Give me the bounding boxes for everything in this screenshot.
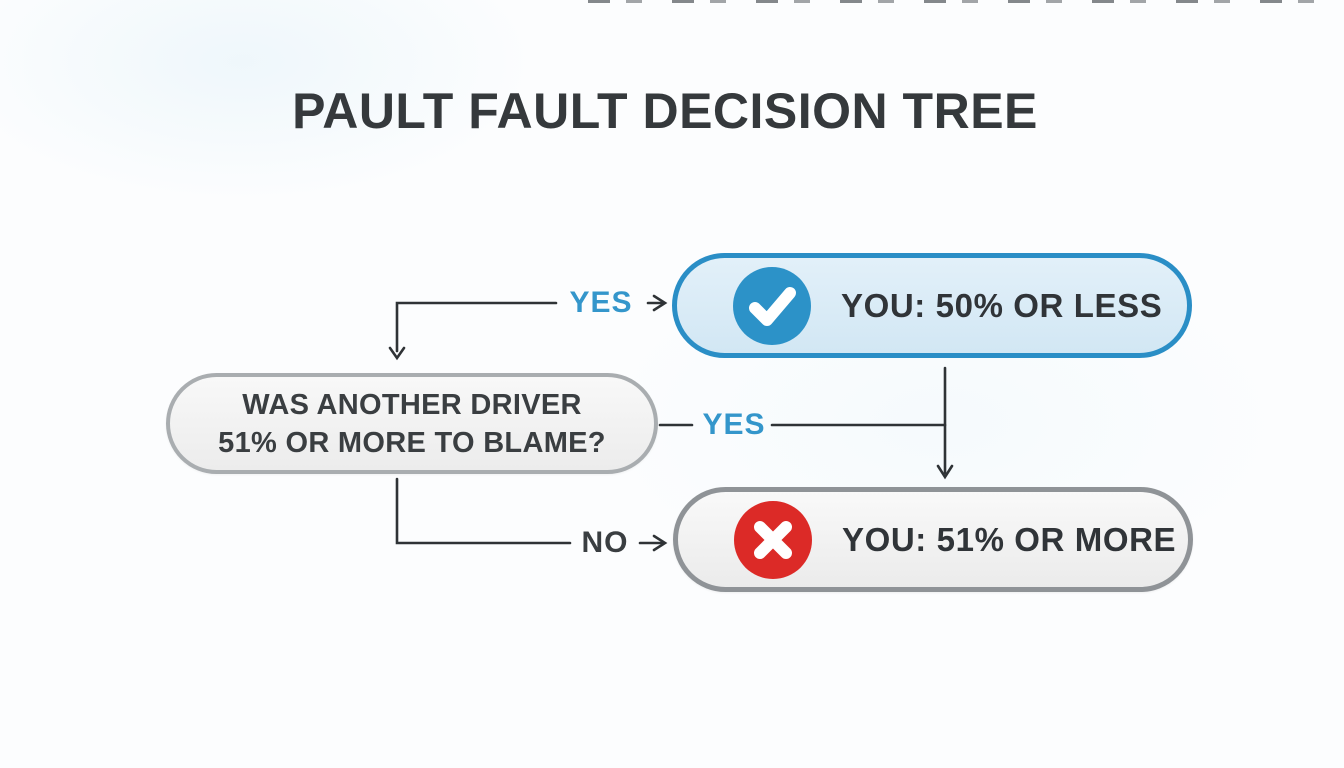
arrowhead-down-to-negative: [936, 464, 954, 480]
question-line1: WAS ANOTHER DRIVER: [242, 388, 582, 421]
question-node: WAS ANOTHER DRIVER 51% OR MORE TO BLAME?: [166, 373, 658, 474]
arrowhead-right-to-positive: [652, 294, 668, 312]
question-line2: 51% OR MORE TO BLAME?: [218, 426, 606, 459]
outcome-positive-label: YOU: 50% OR LESS: [841, 286, 1163, 324]
outcome-negative-label: YOU: 51% OR MORE: [842, 520, 1177, 558]
arrowhead-right-to-negative: [652, 534, 668, 552]
cropped-text-artifact: [588, 0, 1344, 3]
edge-no-elbow: [395, 477, 572, 545]
outcome-node-51-or-more: YOU: 51% OR MORE: [673, 487, 1193, 592]
edge-label-yes-top: YES: [569, 286, 633, 319]
page-title: PAULT FAULT DECISION TREE: [292, 83, 1038, 139]
edge-top-elbow: [395, 301, 558, 353]
arrowhead-down-to-question: [388, 346, 406, 361]
edge-label-no: NO: [581, 526, 629, 559]
checkmark-icon: [733, 266, 811, 345]
x-icon: [734, 500, 812, 579]
edge-label-yes-mid: YES: [702, 408, 766, 441]
outcome-node-50-or-less: YOU: 50% OR LESS: [672, 253, 1192, 358]
